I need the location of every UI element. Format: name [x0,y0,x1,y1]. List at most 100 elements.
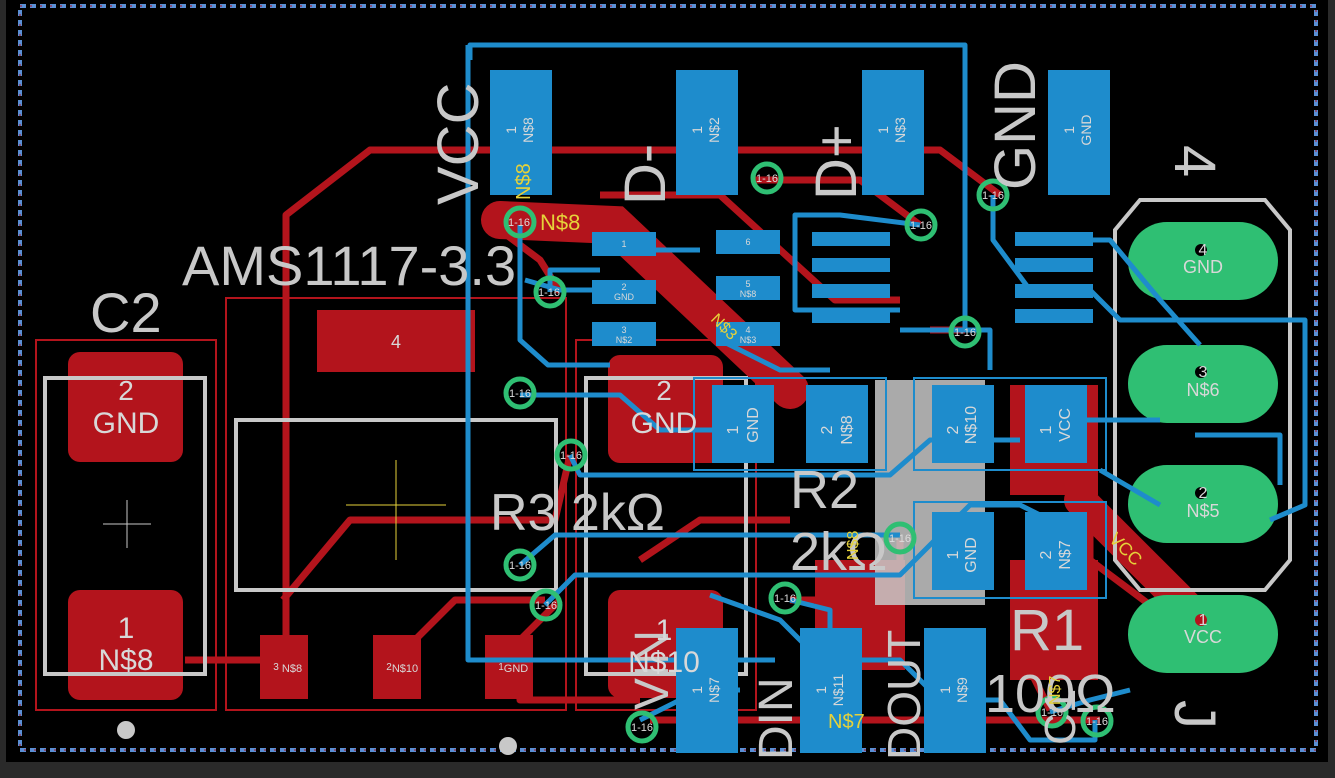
net-label-n7: N$7 [828,711,865,733]
reg-pad-3[interactable] [260,635,308,699]
net-label-n8-vertical: N$8 [513,163,535,200]
svg-text:N$8: N$8 [282,663,302,675]
silk-vin: VIN [626,630,679,710]
pin1-dot-c2 [117,721,135,739]
svg-text:N$2: N$2 [706,117,722,143]
svg-text:1: 1 [621,239,626,249]
svg-text:VCC: VCC [1184,627,1222,647]
ic-pad-1[interactable] [592,232,656,256]
silk-d-minus: D- [613,144,678,205]
silk-d-plus: D+ [804,124,869,200]
header-hole-1 [1195,614,1207,626]
silk-c2: C2 [90,281,162,344]
r2-pad-2[interactable] [932,385,994,463]
header-j [1113,198,1292,592]
via-label: 1-16 [508,217,530,229]
net-label-n8: N$8 [540,210,580,235]
svg-text:1: 1 [875,126,891,134]
via-label: 1-16 [538,287,560,299]
soic-pads-left [812,232,1093,323]
via-label: 1-16 [756,173,778,185]
led-pad-1[interactable] [676,628,738,753]
reg-pad-2[interactable] [373,635,421,699]
usb-pad-2[interactable] [676,70,738,195]
ic-pad-3[interactable] [592,322,656,346]
silk-ams: AMS1117-3.3 [182,234,516,297]
led-pad-3[interactable] [924,628,986,753]
usb-pad-1[interactable] [490,70,552,195]
svg-text:4: 4 [745,325,750,335]
svg-text:1: 1 [118,612,135,645]
svg-text:GND: GND [745,407,762,443]
via-label: 1-16 [509,560,531,572]
svg-text:GND: GND [93,407,160,440]
svg-text:2: 2 [656,375,672,406]
svg-text:GND: GND [1078,114,1094,145]
svg-text:1: 1 [813,686,829,694]
silk-c1: C1 [1036,689,1085,745]
header-pad-2[interactable] [1128,465,1278,543]
led-pad-2[interactable] [800,628,862,753]
svg-text:N$10: N$10 [392,663,418,675]
r2-outline [913,377,1107,471]
svg-text:1: 1 [937,686,953,694]
r2-pad-1[interactable] [1025,385,1087,463]
via-label: 1-16 [1086,716,1108,728]
svg-text:2: 2 [386,662,392,673]
via-label: 1-16 [560,450,582,462]
svg-text:N$10: N$10 [963,406,980,444]
c4-pad-1[interactable] [712,385,774,463]
svg-text:2: 2 [621,282,626,292]
svg-text:6: 6 [745,237,750,247]
usb-pad-4[interactable] [1048,70,1110,195]
svg-text:N$7: N$7 [706,677,722,703]
via-label: 1-16 [982,190,1004,202]
ic-pad-4[interactable] [716,322,780,346]
svg-text:3: 3 [621,325,626,335]
svg-text:N$9: N$9 [954,677,970,703]
via-labels: 1-16 1-16 1-16 1-16 1-16 1-16 1-16 1-16 … [508,173,1108,734]
silk-r1-name: R1 [1010,598,1084,663]
reg-tab-pad[interactable] [317,310,475,372]
net-label-n8-c: N$8 [845,531,862,560]
usb-pad-3[interactable] [862,70,924,195]
silk-gnd: GND [983,61,1048,190]
svg-text:2: 2 [118,375,134,406]
svg-text:N$2: N$2 [616,335,633,345]
vias [503,161,1114,744]
pad-labels: 2 GND 1 N$8 4 3 N$8 2 N$10 1 GND 2 GND 1… [93,114,1223,706]
svg-text:2: 2 [1038,550,1055,559]
silk-din: DIN [750,677,803,760]
ic-pad-6[interactable] [716,230,780,254]
svg-text:GND: GND [1183,257,1223,277]
svg-text:GND: GND [631,407,698,440]
svg-text:1: 1 [725,425,742,434]
reg-pad-1[interactable] [485,635,533,699]
header-pad-3[interactable] [1128,345,1278,423]
svg-text:N$5: N$5 [1186,501,1219,521]
header-pad-1[interactable] [1128,595,1278,673]
silk-header-num: 4 [1162,145,1227,177]
header-hole-2 [1195,487,1207,499]
svg-text:2: 2 [1199,485,1208,502]
svg-text:5: 5 [745,279,750,289]
svg-text:VCC: VCC [1057,408,1074,442]
r1-pad-2[interactable] [1025,512,1087,590]
svg-text:1: 1 [689,126,705,134]
svg-text:N$6: N$6 [1186,380,1219,400]
silk-r3: R3 2kΩ [490,484,665,542]
ic-pad-5[interactable] [716,276,780,300]
svg-text:N$8: N$8 [740,289,757,299]
svg-text:N$11: N$11 [830,674,846,707]
c4-pad-2[interactable] [806,385,868,463]
r1-pad-1[interactable] [932,512,994,590]
svg-text:GND: GND [504,663,529,675]
via-label: 1-16 [509,388,531,400]
header-pad-4[interactable] [1128,222,1278,300]
svg-text:1: 1 [1199,612,1208,629]
svg-text:1: 1 [1038,425,1055,434]
ic-pad-2[interactable] [592,280,656,304]
silk-r2-name: R2 [790,460,859,520]
via-label: 1-16 [889,533,911,545]
